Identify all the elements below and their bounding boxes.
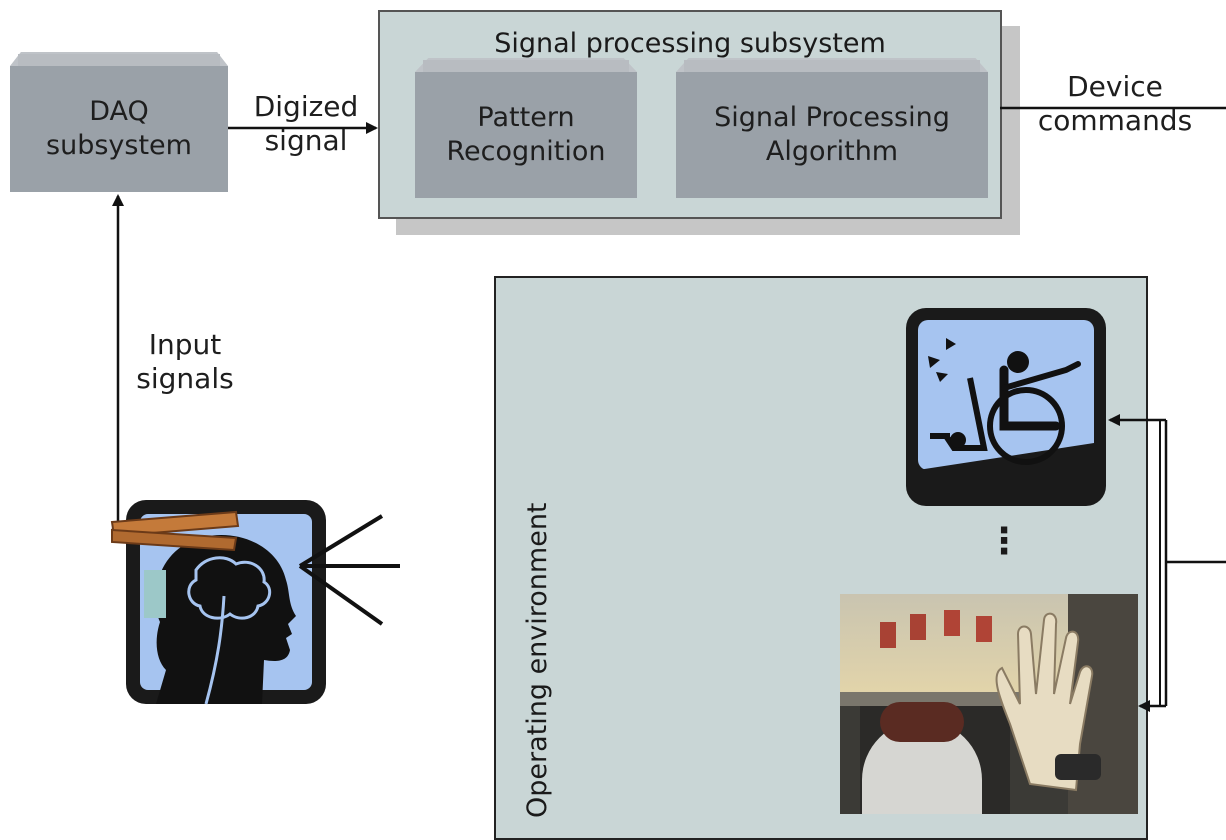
electrode-bands xyxy=(110,510,240,552)
input-line2: signals xyxy=(136,362,234,395)
emission-lines xyxy=(298,514,400,626)
daq-line1: DAQ xyxy=(89,96,149,127)
signal-processing-title: Signal processing subsystem xyxy=(494,28,886,59)
algorithm-line2: Algorithm xyxy=(765,136,899,167)
wheelchair-icon xyxy=(906,308,1106,506)
device-line1: Device xyxy=(1067,70,1163,103)
pattern-line2: Recognition xyxy=(446,136,606,167)
algorithm-line1: Signal Processing xyxy=(714,102,950,133)
vr-hand-photo xyxy=(840,594,1138,814)
digitized-line1: Digized xyxy=(253,90,359,123)
digitized-line2: signal xyxy=(264,124,348,157)
pattern-line1: Pattern xyxy=(477,102,575,133)
input-line1: Input xyxy=(148,328,222,361)
device-line2: commands xyxy=(1037,104,1193,137)
daq-line2: subsystem xyxy=(46,130,192,161)
more-devices-ellipsis: ⋮ xyxy=(986,521,1022,562)
